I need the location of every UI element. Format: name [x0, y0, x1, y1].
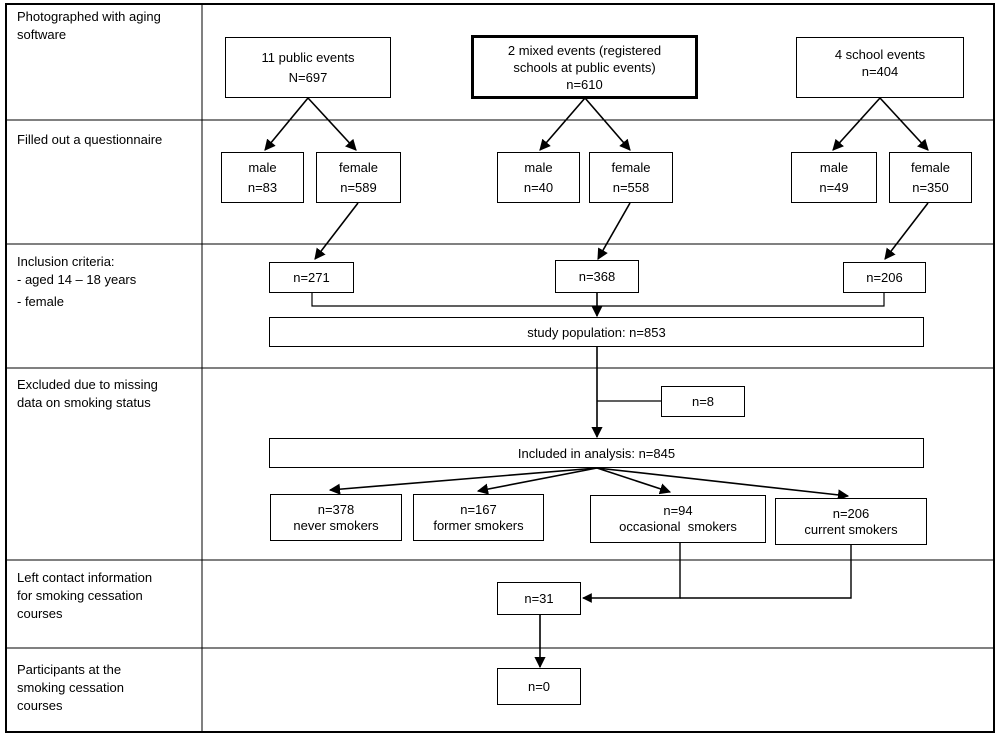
arrow-school-to-male [832, 97, 881, 151]
node-count: n=31 [524, 591, 554, 606]
row-label-line: for smoking cessation [17, 588, 143, 603]
node-text: former smokers [433, 517, 524, 533]
node-count: n=368 [578, 269, 616, 284]
node-text: occasional smokers [619, 519, 737, 534]
node-contact-info: n=31 [497, 582, 581, 615]
arrow-public-female-to-incl [314, 202, 359, 260]
node-school-included: n=206 [843, 262, 926, 293]
row-label-line: Excluded due to missing [17, 377, 158, 392]
node-public-male: male n=83 [221, 152, 304, 203]
row-label-line: smoking cessation [17, 680, 124, 695]
node-study-population: study population: n=853 [269, 317, 924, 347]
row-label-inclusion: Inclusion criteria: - aged 14 – 18 years… [17, 253, 199, 311]
node-text: male [524, 160, 553, 175]
node-count: n=610 [566, 76, 603, 92]
node-text: study population: n=853 [527, 324, 666, 340]
node-school-male: male n=49 [791, 152, 877, 203]
arrow-occasional-to-contact [582, 543, 681, 603]
node-count: n=0 [527, 679, 551, 694]
row-label-line: - aged 14 – 18 years [17, 272, 137, 287]
node-mixed-female: female n=558 [589, 152, 673, 203]
node-school-female: female n=350 [889, 152, 972, 203]
node-text: male [819, 160, 849, 175]
node-mixed-male: male n=40 [497, 152, 580, 203]
node-count: n=350 [912, 180, 949, 195]
arrow-mixed-female-to-incl [597, 202, 631, 260]
row-label-line: courses [17, 606, 63, 621]
node-text: 4 school events [834, 47, 926, 62]
arrow-mixed-to-male [539, 97, 586, 151]
arrow-public-to-male [264, 97, 309, 151]
node-text: 11 public events [261, 50, 355, 65]
node-text: female [338, 160, 379, 175]
row-label-line: software [17, 27, 67, 42]
node-count: n=83 [247, 180, 278, 195]
node-count: n=271 [293, 270, 330, 285]
arrow-to-current-smokers [596, 467, 850, 501]
node-count: n=8 [691, 394, 715, 409]
node-text: female [611, 160, 651, 175]
merge-incl-line [311, 293, 885, 307]
node-count: n=589 [340, 180, 377, 195]
node-count: n=206 [866, 270, 903, 285]
node-text: schools at public events) [513, 59, 656, 75]
node-current-smokers: n=206 current smokers [775, 498, 927, 545]
node-text: Included in analysis: n=845 [517, 445, 676, 461]
node-count: N=697 [288, 70, 328, 85]
row-label-line: Left contact information [17, 570, 153, 585]
node-occasional-smokers: n=94 occasional smokers [590, 495, 766, 543]
node-count: n=206 [832, 505, 870, 521]
arrow-to-never-smokers [328, 467, 598, 495]
node-text: current smokers [804, 521, 898, 537]
node-text: never smokers [293, 517, 379, 533]
node-count: n=558 [612, 180, 650, 195]
node-former-smokers: n=167 former smokers [413, 494, 544, 541]
row-label-line: Participants at the [17, 662, 122, 677]
node-count: n=404 [861, 64, 899, 79]
arrow-school-to-female [879, 97, 929, 151]
node-public-included: n=271 [269, 262, 354, 293]
node-text: male [248, 160, 277, 175]
node-text: 2 mixed events (registered [507, 42, 662, 58]
row-label-photographed: Photographed with aging software [17, 8, 199, 44]
row-label-line: Inclusion criteria: [17, 254, 115, 269]
node-never-smokers: n=378 never smokers [270, 494, 402, 541]
node-text: female [910, 160, 951, 175]
row-label-line: Filled out a questionnaire [17, 132, 163, 147]
row-label-contact: Left contact information for smoking ces… [17, 569, 199, 623]
row-label-line: courses [17, 698, 63, 713]
node-excluded: n=8 [661, 386, 745, 417]
node-participants: n=0 [497, 668, 581, 705]
arrow-to-former-smokers [476, 467, 598, 495]
node-count: n=94 [663, 503, 693, 518]
line-current-to-contact [680, 545, 852, 599]
arrow-to-occasional-smokers [596, 467, 672, 495]
arrow-school-female-to-incl [884, 202, 929, 260]
row-label-line: Photographed with aging [17, 9, 161, 24]
arrow-public-to-female [307, 97, 357, 151]
node-count: n=378 [317, 501, 355, 517]
row-label-questionnaire: Filled out a questionnaire [17, 131, 199, 149]
node-count: n=49 [819, 180, 849, 195]
node-included-analysis: Included in analysis: n=845 [269, 438, 924, 468]
node-mixed-included: n=368 [555, 260, 639, 293]
node-mixed-events: 2 mixed events (registered schools at pu… [471, 35, 698, 99]
arrow-mixed-to-female [584, 97, 631, 151]
row-label-line: data on smoking status [17, 395, 151, 410]
node-public-female: female n=589 [316, 152, 401, 203]
row-label-participants: Participants at the smoking cessation co… [17, 661, 199, 715]
node-school-events: 4 school events n=404 [796, 37, 964, 98]
row-label-excluded: Excluded due to missing data on smoking … [17, 376, 199, 412]
node-count: n=40 [523, 180, 554, 195]
node-count: n=167 [460, 501, 497, 517]
node-public-events: 11 public events N=697 [225, 37, 391, 98]
row-label-line: - female [17, 294, 64, 309]
